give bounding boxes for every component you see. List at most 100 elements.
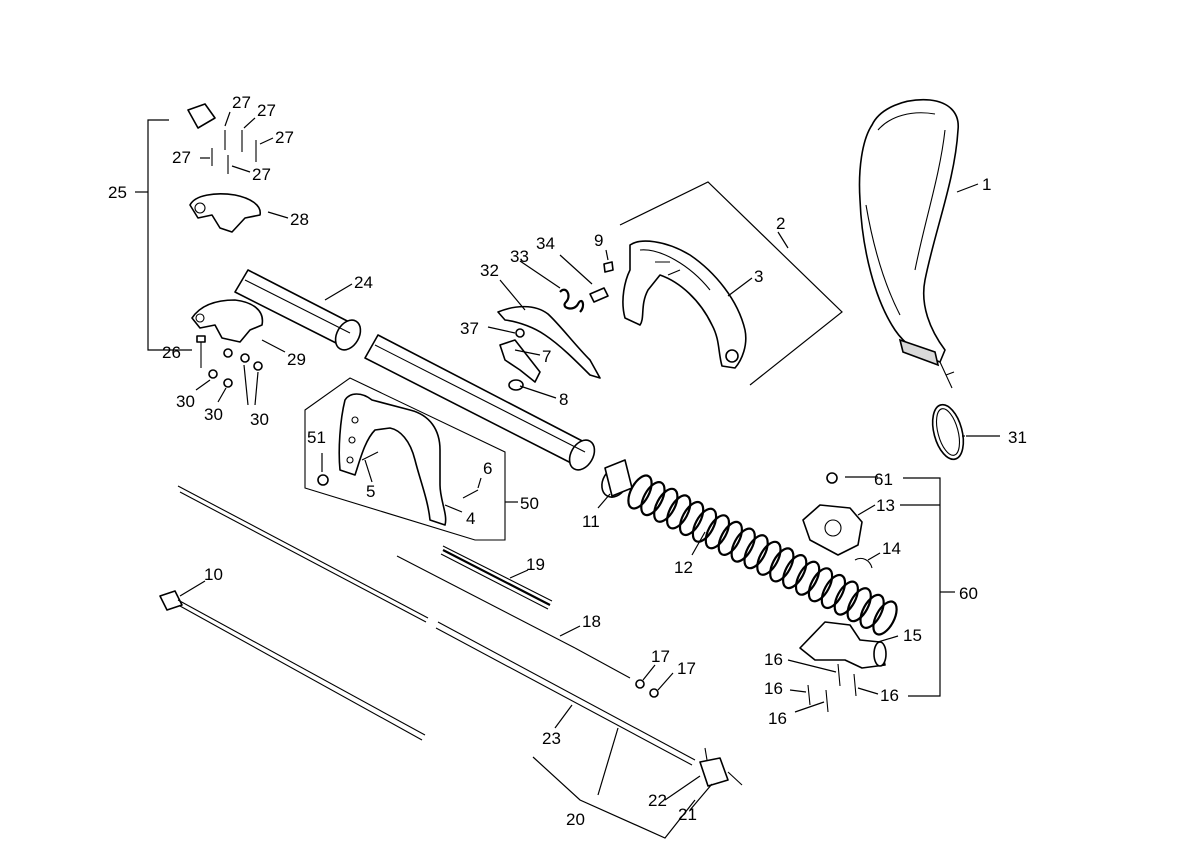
part-clamp-upper xyxy=(189,193,261,233)
coil-spring-turn xyxy=(846,587,872,623)
part-small-spring xyxy=(508,379,524,391)
part-drive-shaft xyxy=(177,485,696,766)
callout-20: 20 xyxy=(566,810,585,829)
part-handle-screw xyxy=(361,451,379,461)
part-gearcase-nut-61 xyxy=(826,472,838,484)
part-bolt-26 xyxy=(196,335,206,368)
callout-27a: 27 xyxy=(232,93,251,112)
callout-15: 15 xyxy=(903,626,922,645)
callout-22: 22 xyxy=(648,791,667,810)
callout-labels: 1 2 3 4 5 6 7 8 9 10 11 12 13 14 15 16 1… xyxy=(108,93,1027,829)
part-nuts-30 xyxy=(208,348,263,388)
callout-19: 19 xyxy=(526,555,545,574)
callout-31: 31 xyxy=(1008,428,1027,447)
callout-18: 18 xyxy=(582,612,601,631)
part-o-ring xyxy=(931,403,965,461)
callout-11: 11 xyxy=(582,512,600,531)
callout-17a: 17 xyxy=(651,647,670,666)
callout-34: 34 xyxy=(536,234,555,253)
callout-27d: 27 xyxy=(172,148,191,167)
callout-16a: 16 xyxy=(764,650,783,669)
callout-28: 28 xyxy=(290,210,309,229)
coil-spring-turn xyxy=(730,527,756,563)
part-shoulder-strap xyxy=(858,98,959,389)
callout-30c: 30 xyxy=(250,410,269,429)
coil-spring-turn xyxy=(640,481,666,517)
coil-spring-turn xyxy=(872,600,898,636)
coil-spring-turn xyxy=(704,514,731,550)
coil-spring-turn xyxy=(794,560,821,596)
part-front-handle xyxy=(338,393,447,526)
part-gearcase-cover-13 xyxy=(802,504,863,556)
callout-17b: 17 xyxy=(677,659,696,678)
coil-spring-turn xyxy=(807,567,834,603)
coil-spring-turn xyxy=(782,554,808,590)
callout-12: 12 xyxy=(674,558,693,577)
callout-30a: 30 xyxy=(176,392,195,411)
coil-spring-turn xyxy=(627,474,653,510)
part-gearcase-body-15 xyxy=(799,621,887,669)
part-throttle-lever xyxy=(497,305,601,379)
callout-50: 50 xyxy=(520,494,539,513)
coil-spring-turn xyxy=(833,580,859,616)
callout-16d: 16 xyxy=(880,686,899,705)
part-grip-tube xyxy=(234,269,362,351)
part-group-50-frame xyxy=(304,377,506,541)
callout-51: 51 xyxy=(307,428,326,447)
coil-spring-turn xyxy=(769,547,795,583)
callout-5: 5 xyxy=(366,482,375,501)
callout-14: 14 xyxy=(882,539,901,558)
callout-8: 8 xyxy=(559,390,568,409)
part-pin xyxy=(603,261,614,273)
part-lockout-lever xyxy=(499,339,541,383)
leader-lines xyxy=(135,111,1000,839)
callout-7: 7 xyxy=(542,347,551,366)
coil-spring-turn xyxy=(820,573,847,610)
callout-6: 6 xyxy=(483,459,492,478)
part-screws-27 xyxy=(211,130,257,174)
part-cable-spring xyxy=(440,545,553,610)
callout-4: 4 xyxy=(466,509,475,528)
callout-16b: 16 xyxy=(764,679,783,698)
coil-spring-turn xyxy=(756,540,782,576)
callout-60: 60 xyxy=(959,584,978,603)
part-clip-14 xyxy=(854,557,873,569)
callout-10: 10 xyxy=(204,565,223,584)
part-bushing xyxy=(589,287,609,303)
callout-32: 32 xyxy=(480,261,499,280)
coil-spring-turn xyxy=(691,507,718,543)
part-cable-tie xyxy=(159,590,426,741)
part-coil-spring xyxy=(627,474,898,636)
coil-spring-turn xyxy=(653,487,679,523)
callout-3: 3 xyxy=(754,267,763,286)
part-screws-16 xyxy=(807,663,857,713)
part-washer xyxy=(515,328,525,338)
part-nuts-17 xyxy=(635,679,659,698)
coil-spring-turn xyxy=(743,534,769,570)
coil-spring-turn xyxy=(666,494,692,530)
part-main-shaft-tube xyxy=(364,334,596,471)
callout-61: 61 xyxy=(874,470,893,489)
part-torsion-spring xyxy=(559,288,585,313)
callout-9: 9 xyxy=(594,231,603,250)
callout-1: 1 xyxy=(982,175,991,194)
callout-30b: 30 xyxy=(204,405,223,424)
coil-spring-turn xyxy=(717,520,743,556)
callout-24: 24 xyxy=(354,273,373,292)
callout-27c: 27 xyxy=(275,128,294,147)
part-tube-collar xyxy=(601,459,633,498)
part-handle-nut xyxy=(317,474,329,486)
callout-2: 2 xyxy=(776,214,785,233)
coil-spring-turn xyxy=(678,500,705,537)
part-handle-screw-6 xyxy=(462,489,479,499)
callout-27b: 27 xyxy=(257,101,276,120)
coil-spring-turn xyxy=(859,593,885,629)
part-handle-housing xyxy=(622,240,747,369)
callout-26: 26 xyxy=(162,343,181,362)
callout-37: 37 xyxy=(460,319,479,338)
callout-21: 21 xyxy=(678,805,697,824)
callout-33: 33 xyxy=(510,247,529,266)
part-throttle-cable xyxy=(396,555,631,679)
callout-27e: 27 xyxy=(252,165,271,184)
